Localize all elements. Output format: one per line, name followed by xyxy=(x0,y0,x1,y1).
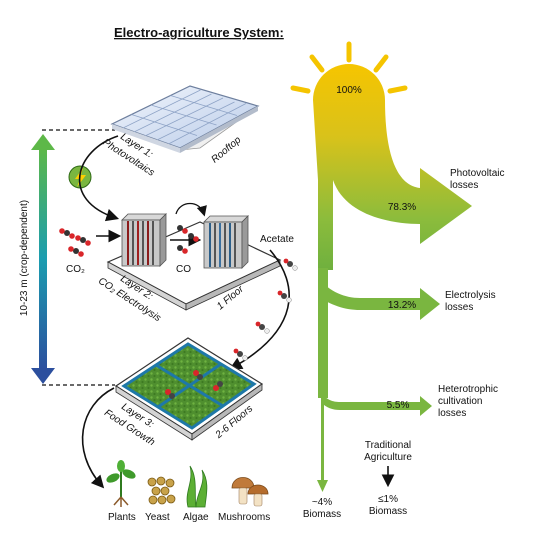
plant-icon xyxy=(106,460,136,507)
flow-arrow-pv-to-electrolysis xyxy=(78,135,120,222)
co2-label: CO₂ xyxy=(66,264,85,275)
co-molecule-icon xyxy=(177,225,199,254)
acetate-label: Acetate xyxy=(260,234,294,245)
traditional-label: Biomass xyxy=(369,506,407,517)
output-label-mushrooms: Mushrooms xyxy=(218,512,270,523)
height-indicator: 10-23 m (crop-dependent) xyxy=(19,129,115,386)
loss-label-heterotrophic-line2: cultivation xyxy=(438,396,482,407)
output-label-yeast: Yeast xyxy=(145,512,170,523)
loss-value-photovoltaic: 78.3% xyxy=(388,202,416,213)
recycle-arrow xyxy=(175,202,207,217)
sankey-start-value: 100% xyxy=(336,85,362,96)
electrolyzer-2 xyxy=(203,215,249,269)
output-label-algae: Algae xyxy=(183,512,209,523)
loss-label-electrolysis-line2: losses xyxy=(445,302,473,313)
biomass-label: Biomass xyxy=(303,509,341,520)
output-arrow xyxy=(81,387,115,489)
yeast-icon xyxy=(147,476,176,505)
output-label-plants: Plants xyxy=(108,512,136,523)
loss-value-heterotrophic: 5.5% xyxy=(387,400,410,411)
traditional-line2: Agriculture xyxy=(364,452,412,463)
algae-icon xyxy=(186,465,208,508)
energy-sankey xyxy=(313,64,472,492)
traditional-value: ≤1% xyxy=(378,494,398,505)
acetate-flow-arrow xyxy=(229,249,290,370)
diagram-title: Electro-agriculture System: xyxy=(114,25,284,40)
co-label: CO xyxy=(176,264,191,275)
layer1-location: Rooftop xyxy=(209,134,243,165)
mushroom-icon xyxy=(231,477,269,507)
co2-molecule-icon xyxy=(59,228,91,257)
biomass-value: ~4% xyxy=(312,497,332,508)
layer1-solar-panel xyxy=(110,85,260,153)
acetate-molecule-icon xyxy=(233,258,298,361)
electrolyzer-1 xyxy=(121,213,167,267)
loss-label-electrolysis-line1: Electrolysis xyxy=(445,290,496,301)
loss-label-photovoltaic-line2: losses xyxy=(450,180,478,191)
loss-label-heterotrophic-line1: Heterotrophic xyxy=(438,384,498,395)
height-label: 10-23 m (crop-dependent) xyxy=(19,200,30,316)
loss-value-electrolysis: 13.2% xyxy=(388,300,416,311)
sun-icon xyxy=(290,41,408,94)
traditional-line1: Traditional xyxy=(365,440,411,451)
loss-label-heterotrophic-line3: losses xyxy=(438,408,466,419)
loss-label-photovoltaic-line1: Photovoltaic xyxy=(450,168,504,179)
layer3-growth-platform xyxy=(114,337,264,441)
